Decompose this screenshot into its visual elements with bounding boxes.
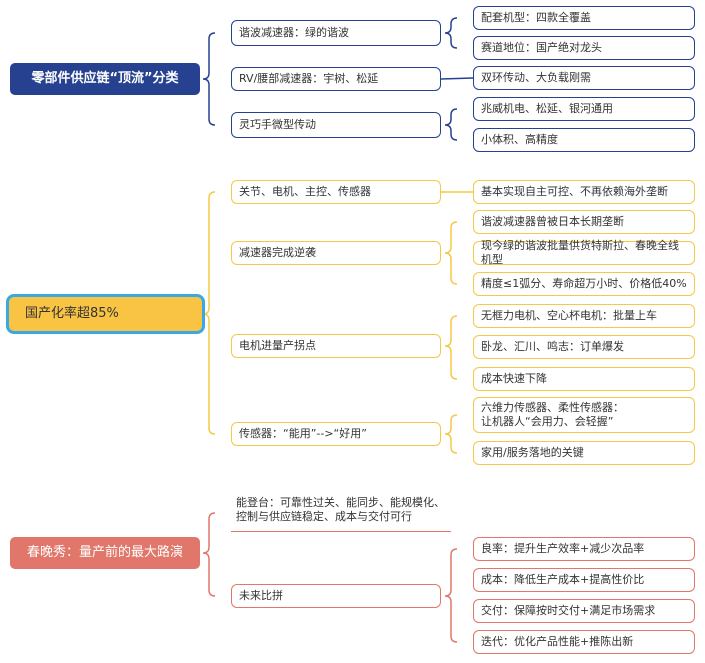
root-supply-chain-category[interactable]: 零部件供应链“顶流”分类 <box>10 63 200 95</box>
branch-rv-reducer[interactable]: RV/腰部减速器：宇树、松延 <box>231 67 441 91</box>
branch-sensor[interactable]: 传感器：“能用”-->“好用” <box>231 422 441 446</box>
branch-harmonic-reducer[interactable]: 谐波减速器：绿的谐波 <box>231 20 441 46</box>
leaf-cost-drop[interactable]: 成本快速下降 <box>473 367 695 391</box>
leaf-yield[interactable]: 良率：提升生产效率+减少次品率 <box>473 537 695 561</box>
leaf-self-control[interactable]: 基本实现自主可控、不再依赖海外垄断 <box>473 180 695 204</box>
leaf-tesla-supply[interactable]: 现今绿的谐波批量供货特斯拉、春晚全线机型 <box>473 239 695 266</box>
leaf-matching-models[interactable]: 配套机型：四款全覆盖 <box>473 6 695 30</box>
bracket-harmonic-leaves <box>444 17 458 49</box>
leaf-iteration[interactable]: 迭代：优化产品性能+推陈出新 <box>473 630 695 654</box>
leaf-shuanghuan[interactable]: 双环传动、大负载刚需 <box>473 66 695 90</box>
branch-dexterous-hand[interactable]: 灵巧手微型传动 <box>231 112 441 138</box>
bracket-hand-leaves <box>444 108 458 141</box>
bracket-motor-leaves <box>444 315 458 380</box>
leaf-zhaowei[interactable]: 兆威机电、松延、银河通用 <box>473 97 695 121</box>
root-localization-rate[interactable]: 国产化率超85% <box>9 297 202 331</box>
bracket-reducer-leaves <box>444 221 458 285</box>
branch-motor-mass-production[interactable]: 电机进量产拐点 <box>231 334 441 358</box>
leaf-small-precision[interactable]: 小体积、高精度 <box>473 128 695 152</box>
leaf-japan-monopoly[interactable]: 谐波减速器曾被日本长期垄断 <box>473 210 695 234</box>
branch-future-competition[interactable]: 未来比拼 <box>231 584 441 608</box>
bracket-future-leaves <box>444 548 458 643</box>
leaf-track-position[interactable]: 赛道地位：国产绝对龙头 <box>473 36 695 60</box>
leaf-cost[interactable]: 成本：降低生产成本+提高性价比 <box>473 568 695 592</box>
bracket-sensor-leaves <box>444 414 458 454</box>
branch-on-stage[interactable]: 能登台：可靠性过关、能同步、能规模化、 控制与供应链稳定、成本与交付可行 <box>236 496 445 523</box>
leaf-order-burst[interactable]: 卧龙、汇川、鸣志：订单爆发 <box>473 335 695 359</box>
bracket-supply-chain <box>202 32 216 126</box>
branch-reducer-comeback[interactable]: 减速器完成逆袭 <box>231 241 441 265</box>
leaf-delivery[interactable]: 交付：保障按时交付+满足市场需求 <box>473 599 695 623</box>
branch-on-stage-underline <box>231 531 451 532</box>
leaf-home-service[interactable]: 家用/服务落地的关键 <box>473 441 695 465</box>
link-rv-leaf <box>440 77 474 80</box>
leaf-frameless-motor[interactable]: 无框力电机、空心杯电机：批量上车 <box>473 304 695 328</box>
leaf-precision-life[interactable]: 精度≤1弧分、寿命超万小时、价格低40% <box>473 272 695 296</box>
root-gala-roadshow[interactable]: 春晚秀：量产前的最大路演 <box>10 537 200 569</box>
bracket-localization <box>202 191 216 435</box>
leaf-six-axis-sensor[interactable]: 六维力传感器、柔性传感器： 让机器人“会用力、会轻握” <box>473 397 695 433</box>
branch-joint-motor[interactable]: 关节、电机、主控、传感器 <box>231 180 441 204</box>
bracket-gala <box>202 512 216 597</box>
